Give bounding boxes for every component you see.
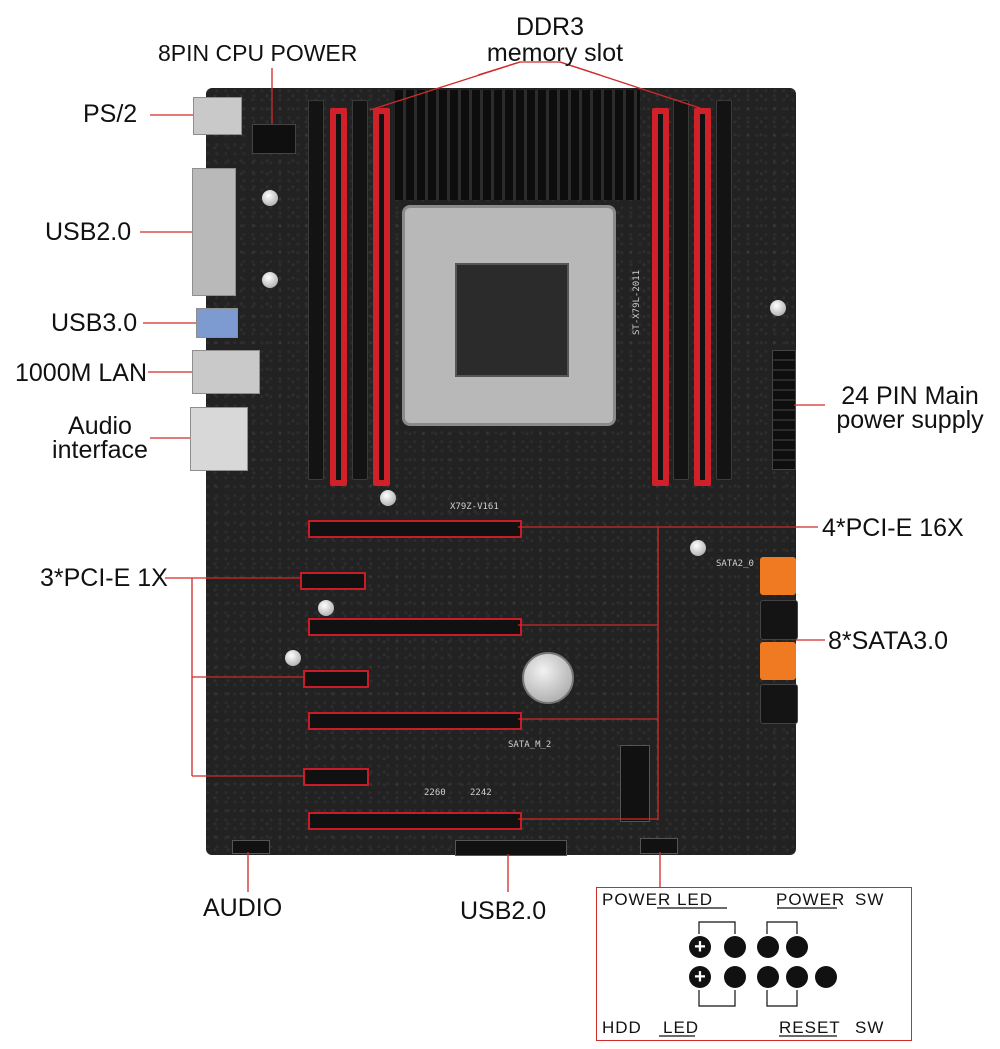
usb20-rear-label: USB2.0 bbox=[45, 218, 132, 246]
capacitor bbox=[262, 272, 278, 288]
dimm-slot-a1 bbox=[330, 108, 347, 486]
reset-sw-label-1: RESET bbox=[779, 1018, 841, 1037]
sata-port-4 bbox=[760, 684, 798, 724]
ps2-label: PS/2 bbox=[83, 100, 138, 128]
pin-power-led-minus bbox=[724, 936, 746, 958]
audio-interface-label-2: interface bbox=[52, 436, 148, 464]
ddr3-sub-label: memory slot bbox=[486, 39, 624, 67]
power-sw-label-2: SW bbox=[855, 890, 885, 909]
pin-hdd-led-minus bbox=[724, 966, 746, 988]
lan-port bbox=[192, 350, 260, 394]
atx-24pin-connector bbox=[772, 350, 796, 470]
pcie16-slot-4 bbox=[308, 812, 522, 830]
main-power-label-1: 24 PIN Main bbox=[841, 382, 979, 410]
pin-power-sw-1 bbox=[757, 936, 779, 958]
pin-reset-sw-2 bbox=[786, 966, 808, 988]
front-panel-header bbox=[640, 838, 678, 854]
pcie16-label: 4*PCI-E 16X bbox=[822, 514, 964, 542]
usb30-label: USB3.0 bbox=[51, 309, 138, 337]
m2-length-2260: 2260 bbox=[424, 788, 446, 798]
pcie1-slot-2 bbox=[303, 670, 369, 688]
m2-length-2242: 2242 bbox=[470, 788, 492, 798]
capacitor bbox=[380, 490, 396, 506]
cpu-power-label: 8PIN CPU POWER bbox=[158, 40, 358, 66]
pcie16-slot-3 bbox=[308, 712, 522, 730]
model-label: X79Z-V161 bbox=[450, 502, 499, 512]
hdd-led-label-1: HDD bbox=[602, 1018, 642, 1037]
dimm-slot-a4 bbox=[352, 100, 368, 480]
usb30-port bbox=[196, 308, 238, 338]
pin-hdd-led-plus: + bbox=[689, 966, 711, 988]
power-sw-label-1: POWER bbox=[776, 890, 846, 909]
sata-port-3 bbox=[760, 642, 796, 680]
usb20-header bbox=[455, 840, 567, 856]
dimm-slot-b3 bbox=[673, 100, 689, 480]
hdd-led-label-2: LED bbox=[663, 1018, 700, 1037]
audio-interface-label-1: Audio bbox=[68, 412, 132, 440]
capacitor bbox=[690, 540, 706, 556]
dimm-slot-b1 bbox=[652, 108, 669, 486]
dimm-slot-b4 bbox=[716, 100, 732, 480]
usb20-header-label: USB2.0 bbox=[460, 897, 547, 925]
usb20-rear-ports bbox=[192, 168, 236, 296]
dimm-slot-a2 bbox=[373, 108, 390, 486]
audio-header bbox=[232, 840, 270, 854]
pin-power-sw-2 bbox=[786, 936, 808, 958]
cmos-battery bbox=[522, 652, 574, 704]
capacitor bbox=[262, 190, 278, 206]
main-power-label-2: power supply bbox=[836, 406, 984, 434]
dimm-slot-b2 bbox=[694, 108, 711, 486]
sata0-label: SATA2_0 bbox=[716, 559, 754, 569]
lan-label: 1000M LAN bbox=[15, 359, 148, 387]
capacitor bbox=[770, 300, 786, 316]
pinout-wires bbox=[657, 907, 837, 1037]
front-panel-pinout: POWER LED POWER SW HDD LED RESET SW + + bbox=[596, 887, 912, 1041]
reset-sw-label-2: SW bbox=[855, 1018, 885, 1037]
ps2-port bbox=[193, 97, 242, 135]
m2-label: SATA_M_2 bbox=[508, 740, 552, 750]
pcie1-slot-3 bbox=[303, 768, 369, 786]
sata-port-1 bbox=[760, 557, 796, 595]
pcie16-slot-2 bbox=[308, 618, 522, 636]
cpu-power-connector bbox=[252, 124, 296, 154]
pin-nc bbox=[815, 966, 837, 988]
pin-reset-sw-1 bbox=[757, 966, 779, 988]
pcie1-slot-1 bbox=[300, 572, 366, 590]
audio-jacks bbox=[190, 407, 248, 471]
pcie1-label: 3*PCI-E 1X bbox=[40, 564, 168, 592]
capacitor bbox=[318, 600, 334, 616]
ddr3-label: DDR3 bbox=[515, 13, 585, 41]
audio-header-label: AUDIO bbox=[203, 894, 283, 922]
capacitor bbox=[285, 650, 301, 666]
power-led-label: POWER LED bbox=[602, 890, 714, 909]
sata-label: 8*SATA3.0 bbox=[828, 627, 948, 655]
pin-power-led-plus: + bbox=[689, 936, 711, 958]
vrm-heatsink bbox=[395, 90, 640, 200]
cpu-socket bbox=[402, 205, 616, 426]
m2-slot bbox=[620, 745, 650, 822]
pcie16-slot-1 bbox=[308, 520, 522, 538]
dimm-slot-a3 bbox=[308, 100, 324, 480]
sata-port-2 bbox=[760, 600, 798, 640]
